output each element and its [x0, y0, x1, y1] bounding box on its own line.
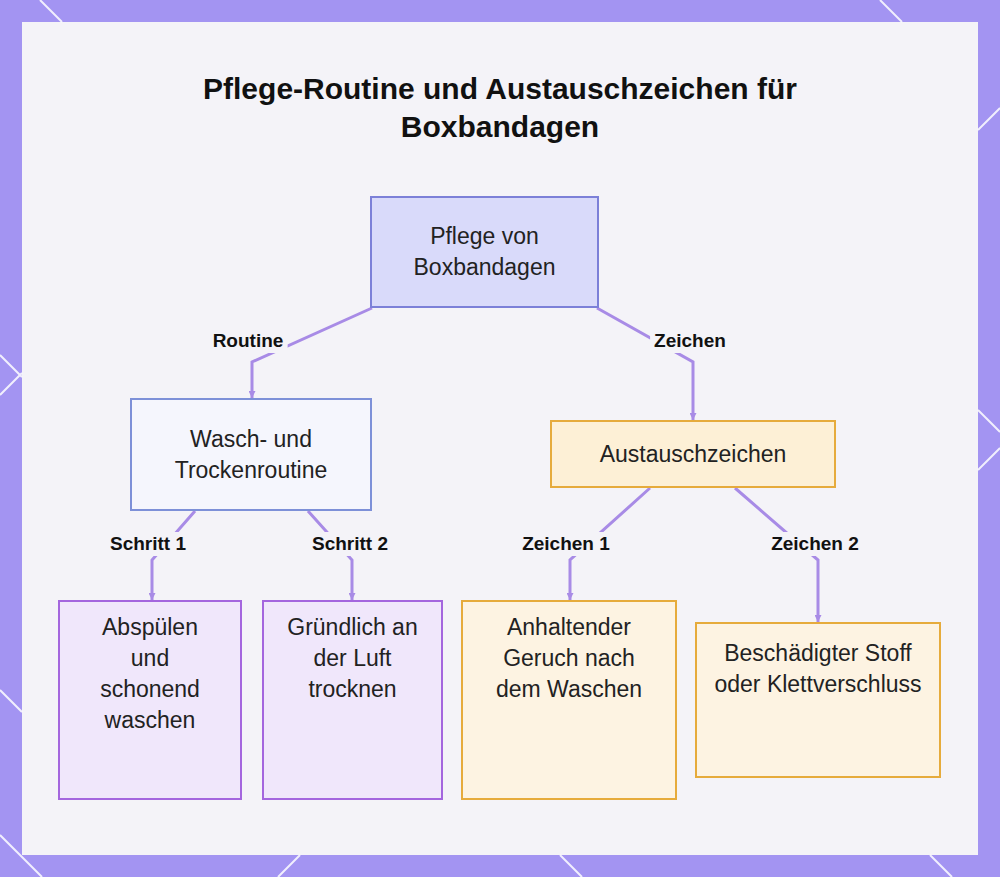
process-box: Beschädigter Stoff oder Klettverschluss — [695, 622, 941, 778]
node-label: Gründlich an der Luft trocknen — [284, 612, 421, 705]
node-label: Pflege von Boxbandagen — [386, 221, 583, 283]
process-box: Austauschzeichen — [550, 420, 836, 488]
diagram-title: Pflege-Routine und Austauschzeichen für … — [150, 70, 850, 146]
node-label: Abspülen und schonend waschen — [80, 612, 220, 736]
node-label: Anhaltender Geruch nach dem Waschen — [483, 612, 655, 705]
process-box: Pflege von Boxbandagen — [370, 196, 599, 308]
node-label: Austauschzeichen — [600, 439, 787, 470]
node-label: Beschädigter Stoff oder Klettverschluss — [713, 638, 923, 700]
process-box: Anhaltender Geruch nach dem Waschen — [461, 600, 677, 800]
edge-label: Schritt 1 — [106, 532, 190, 556]
process-box: Wasch- und Trockenroutine — [130, 398, 372, 511]
connector-arrow — [597, 308, 693, 420]
node-label: Wasch- und Trockenroutine — [146, 424, 356, 486]
connector-arrow — [252, 308, 372, 398]
process-box: Abspülen und schonend waschen — [58, 600, 242, 800]
edge-label: Zeichen 1 — [518, 532, 614, 556]
process-box: Gründlich an der Luft trocknen — [262, 600, 443, 800]
edge-label: Zeichen — [650, 329, 730, 353]
edge-label: Schritt 2 — [308, 532, 392, 556]
edge-label: Zeichen 2 — [767, 532, 863, 556]
edge-label: Routine — [209, 329, 288, 353]
